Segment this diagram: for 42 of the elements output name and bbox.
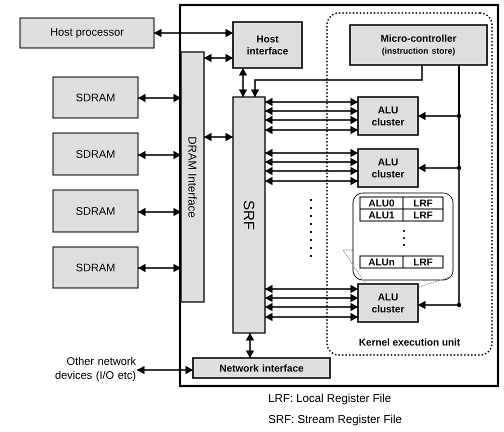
arrow — [265, 284, 358, 294]
memory-box: SDRAM — [52, 190, 138, 232]
arrow — [265, 166, 358, 176]
memory-box: SDRAM — [52, 76, 138, 118]
arrow — [418, 66, 460, 310]
memory-box: SDRAM — [52, 246, 138, 288]
arrow — [265, 116, 358, 124]
arrow — [138, 94, 181, 102]
controller-box: Micro-controller (instruction store) — [349, 24, 488, 66]
arrow — [265, 148, 358, 158]
arrow — [250, 66, 423, 97]
arrow — [265, 158, 358, 166]
arrow — [137, 366, 193, 374]
arrow — [204, 54, 233, 62]
arrow — [265, 98, 358, 106]
arrow — [138, 208, 181, 216]
interface-bar: DRAM Interface — [180, 51, 205, 303]
arrow — [265, 106, 358, 116]
register-file-bar: SRF — [232, 96, 266, 334]
note-text: SRF: Stream Register File — [268, 414, 402, 426]
device-text: Other network devices (I/O etc) — [55, 356, 136, 382]
memory-box: SDRAM — [52, 132, 138, 176]
arrow — [342, 250, 366, 284]
arrow — [154, 28, 233, 38]
chip-frame — [178, 4, 500, 388]
arrow — [138, 264, 181, 272]
arrow — [246, 333, 254, 358]
interface-box: Network interface — [192, 357, 331, 379]
arrow — [238, 68, 248, 97]
arrow — [204, 132, 233, 142]
cluster-box: ALU cluster — [357, 148, 419, 188]
processor-box: Host processor — [20, 18, 154, 48]
arrow — [265, 302, 358, 312]
cluster-box: ALU cluster — [357, 283, 419, 323]
arrow — [138, 150, 181, 160]
cluster-box: ALU cluster — [357, 96, 419, 136]
arrow — [265, 176, 358, 186]
arrow — [265, 312, 358, 322]
arrow — [265, 294, 358, 302]
note-text: LRF: Local Register File — [269, 394, 391, 404]
interface-box: Host interface — [232, 21, 303, 69]
arrow — [265, 126, 358, 134]
